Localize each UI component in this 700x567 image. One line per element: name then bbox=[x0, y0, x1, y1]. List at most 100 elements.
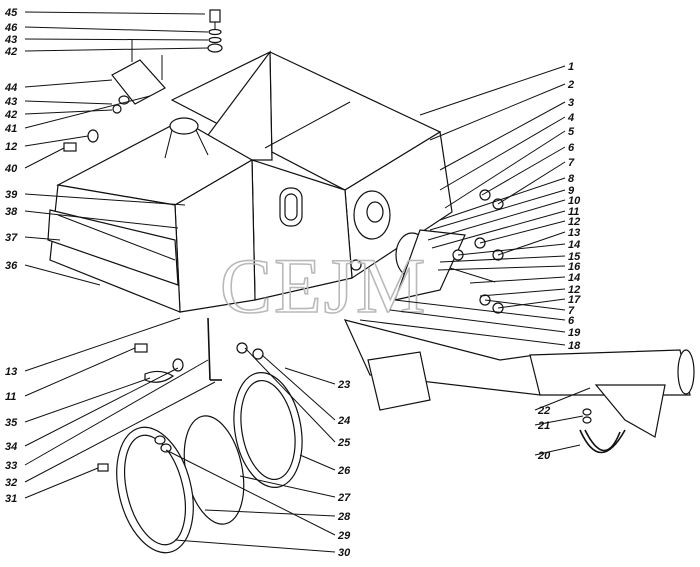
callout-label-13: 13 bbox=[5, 366, 17, 378]
leader-line bbox=[484, 299, 566, 311]
leader-line bbox=[24, 100, 113, 105]
callout-label-28: 28 bbox=[337, 511, 351, 523]
callout-label-31: 31 bbox=[5, 493, 17, 505]
callout-label-17: 17 bbox=[568, 294, 581, 306]
leader-line bbox=[497, 161, 566, 205]
leader-line bbox=[497, 298, 566, 309]
callout-label-14: 14 bbox=[568, 272, 580, 284]
fasteners bbox=[63, 95, 504, 472]
callout-label-43: 43 bbox=[4, 96, 17, 108]
leader-line bbox=[359, 319, 566, 346]
leader-line bbox=[24, 367, 179, 447]
callout-label-7: 7 bbox=[568, 305, 575, 317]
leader-line bbox=[24, 38, 209, 41]
leader-line bbox=[439, 116, 566, 191]
auger-clamp bbox=[579, 408, 626, 454]
leader-line bbox=[497, 231, 566, 256]
leader-line bbox=[24, 11, 206, 15]
callout-label-33: 33 bbox=[5, 460, 17, 472]
leader-line bbox=[165, 449, 336, 536]
callout-label-6: 6 bbox=[568, 315, 575, 327]
leader-line bbox=[239, 475, 336, 498]
leader-line bbox=[481, 146, 566, 196]
leader-line bbox=[244, 347, 336, 443]
callout-label-8: 8 bbox=[568, 173, 575, 185]
callout-label-12: 12 bbox=[568, 284, 580, 296]
leader-line bbox=[24, 147, 65, 169]
leader-line bbox=[24, 381, 216, 483]
leader-line bbox=[479, 220, 566, 244]
callout-label-6: 6 bbox=[568, 142, 575, 154]
callout-label-32: 32 bbox=[5, 477, 17, 489]
leader-line bbox=[457, 243, 566, 256]
callout-label-18: 18 bbox=[568, 340, 581, 352]
leader-line bbox=[24, 47, 209, 52]
leader-line bbox=[24, 79, 113, 88]
leader-line bbox=[439, 101, 566, 171]
callout-label-42: 42 bbox=[4, 109, 17, 121]
leader-line bbox=[261, 354, 336, 421]
leader-line bbox=[24, 95, 151, 129]
callout-label-30: 30 bbox=[338, 547, 351, 559]
inspection-windows bbox=[279, 187, 303, 227]
leader-line bbox=[439, 255, 566, 263]
callout-label-37: 37 bbox=[5, 232, 18, 244]
leader-line bbox=[204, 509, 336, 517]
leader-line bbox=[284, 367, 336, 385]
leader-line bbox=[299, 454, 336, 471]
callout-label-42: 42 bbox=[4, 46, 17, 58]
leader-line bbox=[431, 210, 566, 249]
callout-label-44: 44 bbox=[4, 82, 17, 94]
leader-line bbox=[24, 109, 113, 115]
watermark: CEJM bbox=[220, 242, 427, 329]
leader-line bbox=[389, 309, 566, 333]
callout-label-25: 25 bbox=[337, 437, 351, 449]
callout-label-11: 11 bbox=[5, 391, 16, 403]
leader-line bbox=[439, 177, 566, 221]
leader-line bbox=[534, 415, 584, 426]
leader-line bbox=[534, 387, 591, 411]
callout-label-10: 10 bbox=[568, 195, 581, 207]
window-cover-set bbox=[116, 371, 303, 554]
leader-line bbox=[429, 189, 566, 231]
callout-label-19: 19 bbox=[568, 327, 581, 339]
callout-label-34: 34 bbox=[5, 441, 17, 453]
callout-label-12: 12 bbox=[568, 216, 580, 228]
leader-line bbox=[429, 83, 566, 141]
leader-line bbox=[24, 264, 101, 286]
callout-label-16: 16 bbox=[568, 261, 581, 273]
callout-label-5: 5 bbox=[568, 126, 575, 138]
leader-line bbox=[437, 265, 566, 271]
unloading-auger bbox=[343, 319, 695, 438]
hopper-body bbox=[170, 50, 453, 301]
leader-line bbox=[24, 135, 89, 147]
leader-line bbox=[24, 347, 136, 397]
leader-line bbox=[24, 359, 209, 466]
leader-line bbox=[444, 130, 566, 209]
callout-label-22: 22 bbox=[537, 405, 550, 417]
mounting-bracket bbox=[111, 40, 166, 105]
filler-cap bbox=[164, 117, 209, 159]
leader-line bbox=[24, 317, 181, 372]
leader-line bbox=[427, 199, 566, 241]
callout-label-40: 40 bbox=[4, 163, 18, 175]
callout-label-14: 14 bbox=[568, 239, 580, 251]
leader-line bbox=[24, 193, 186, 206]
callout-label-43: 43 bbox=[4, 34, 17, 46]
leader-line bbox=[174, 539, 336, 553]
callout-label-13: 13 bbox=[568, 227, 580, 239]
callout-label-35: 35 bbox=[5, 417, 18, 429]
leader-line bbox=[479, 288, 566, 297]
leader-lines bbox=[24, 11, 591, 553]
callout-label-36: 36 bbox=[5, 260, 18, 272]
leader-line bbox=[469, 276, 566, 284]
callout-label-29: 29 bbox=[337, 530, 351, 542]
callout-label-21: 21 bbox=[537, 420, 550, 432]
leader-line bbox=[24, 26, 209, 33]
leader-line bbox=[419, 65, 566, 116]
callout-label-12: 12 bbox=[5, 141, 17, 153]
callout-label-11: 11 bbox=[568, 206, 579, 218]
callout-label-15: 15 bbox=[568, 251, 581, 263]
callout-label-39: 39 bbox=[5, 189, 18, 201]
